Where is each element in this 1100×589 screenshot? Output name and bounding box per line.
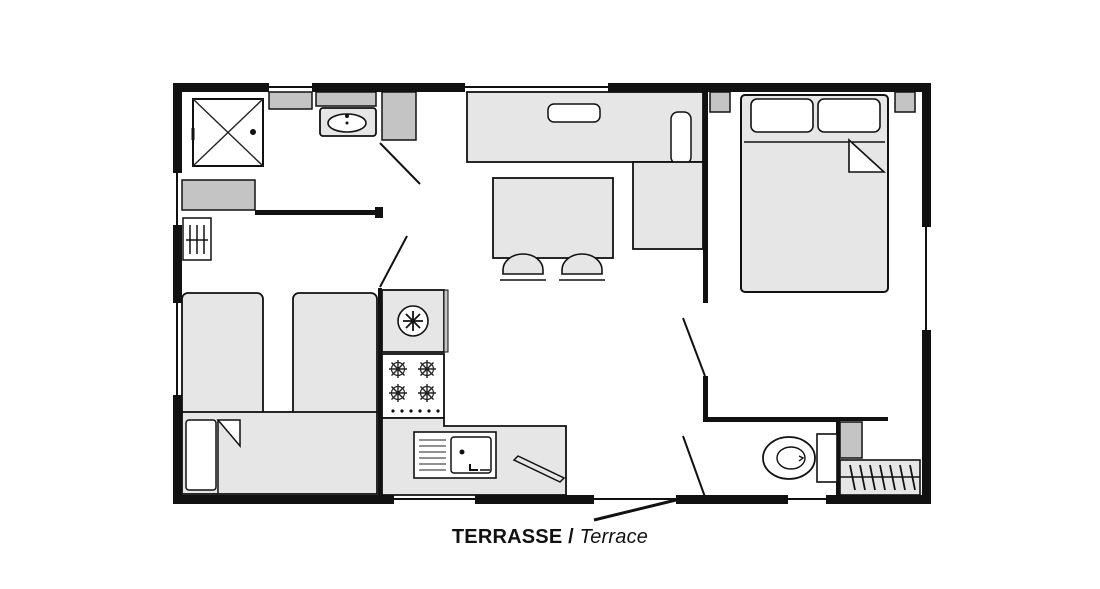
- gas-burner-icon: [417, 359, 437, 379]
- dining-table: [492, 177, 614, 259]
- terrace-label-primary: TERRASSE: [451, 526, 563, 548]
- snowflake-icon: [403, 311, 423, 331]
- wardrobe: [839, 459, 921, 496]
- shower: [191, 98, 264, 167]
- cooktop: [381, 353, 445, 419]
- twin-beds: [181, 292, 378, 419]
- toilet: [762, 433, 838, 483]
- single-bed: [181, 411, 378, 495]
- gas-burner-icon: [417, 383, 437, 403]
- window-lines: [176, 86, 927, 500]
- kitchen-counter-top: [466, 91, 704, 165]
- bedroom-shelves: [709, 91, 916, 113]
- gas-burner-icon: [388, 383, 408, 403]
- interior-walls: [255, 90, 888, 497]
- bench-seat: [632, 161, 704, 250]
- bathroom-shelves: [181, 91, 417, 211]
- terrace-label-secondary: Terrace: [579, 526, 649, 548]
- double-bed: [740, 94, 889, 293]
- wc-shelf: [839, 421, 863, 459]
- door-swings: [379, 142, 706, 522]
- gas-burner-icon: [388, 359, 408, 379]
- stools: [500, 253, 605, 281]
- wardrobe-hanger-icon: [849, 464, 916, 491]
- fridge: [381, 289, 449, 353]
- washbasin: [319, 107, 377, 137]
- outer-walls: [173, 83, 931, 504]
- towel-rack: [182, 217, 212, 261]
- folding-step: [512, 455, 566, 483]
- kitchen-sink: [413, 431, 497, 479]
- terrace-label: TERRASSE / Terrace: [0, 526, 1100, 549]
- terrace-label-separator: /: [562, 526, 580, 548]
